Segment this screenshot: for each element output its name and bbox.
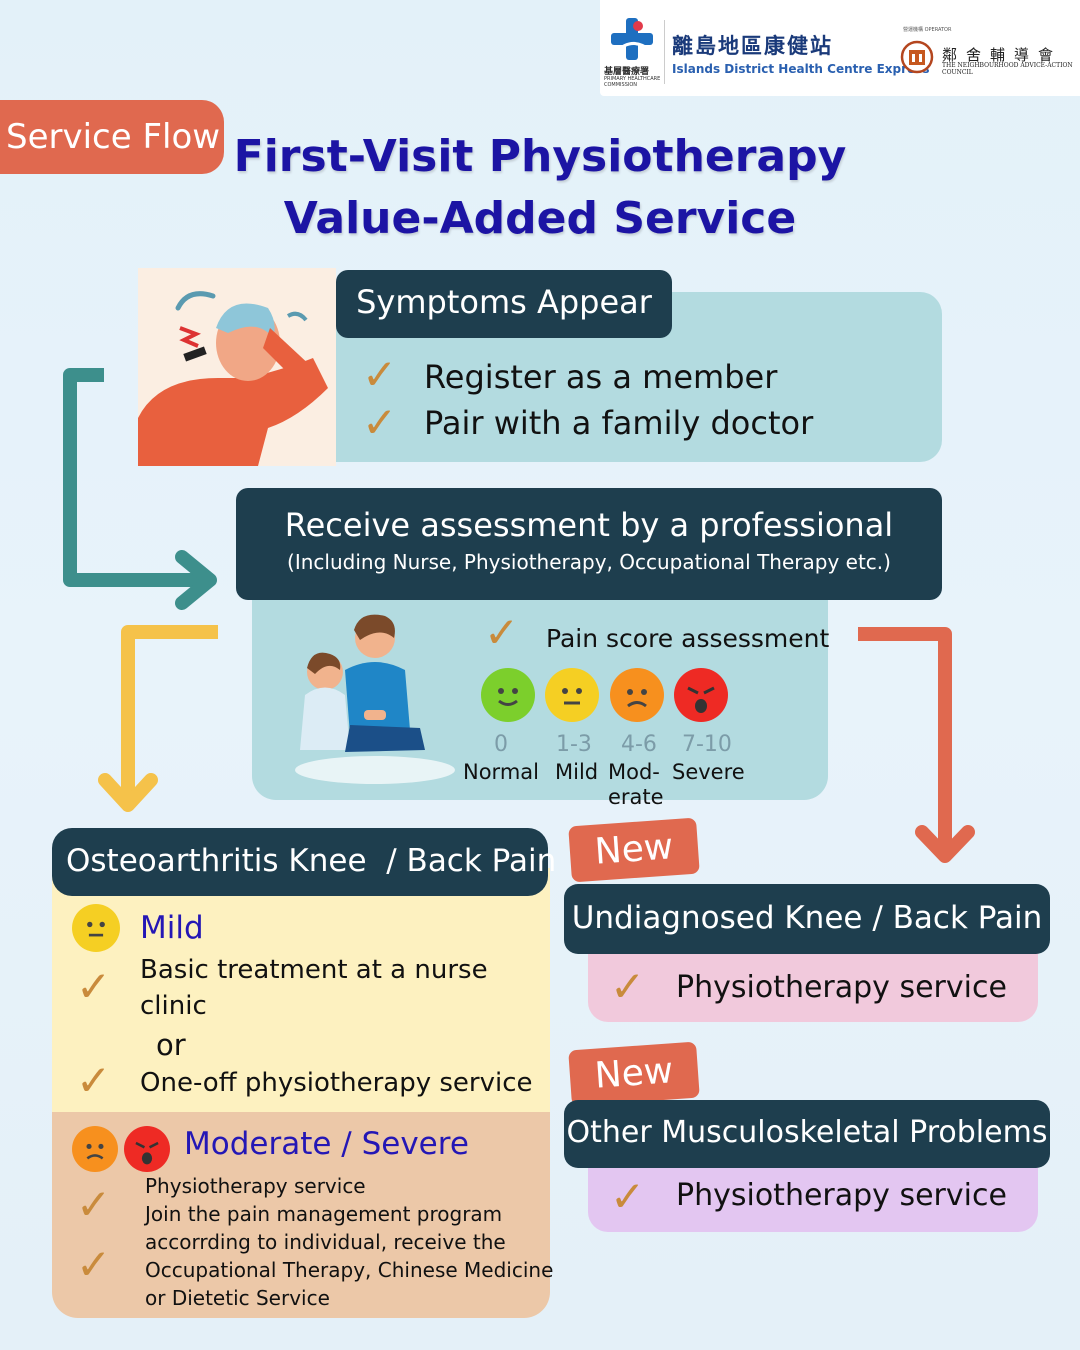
face-mild-icon bbox=[545, 668, 599, 722]
scale-range-1: 1-3 bbox=[556, 732, 592, 757]
centre-name-cn: 離島地區康健站 bbox=[672, 34, 833, 58]
face-mild-icon bbox=[72, 904, 120, 952]
undiagnosed-item: Physiotherapy service bbox=[676, 970, 1007, 1005]
nac-seal-icon bbox=[900, 40, 934, 74]
commission-en: PRIMARY HEALTHCARE COMMISSION bbox=[604, 76, 661, 88]
patient-illustration bbox=[138, 291, 328, 466]
assessment-subtitle: (Including Nurse, Physiotherapy, Occupat… bbox=[287, 550, 891, 574]
mild-label: Mild bbox=[140, 910, 204, 946]
check-icon: ✓ bbox=[605, 962, 646, 1011]
undiagnosed-header: Undiagnosed Knee / Back Pain bbox=[564, 884, 1050, 954]
title-line-2: Value-Added Service bbox=[283, 193, 797, 244]
or-label: or bbox=[156, 1028, 186, 1062]
check-icon: ✓ bbox=[357, 350, 398, 399]
scale-label-mild: Mild bbox=[555, 760, 599, 784]
arrow-head-teal bbox=[175, 550, 217, 610]
therapist-illustration bbox=[295, 614, 455, 784]
operator-name-en: THE NEIGHBOURHOOD ADVICE-ACTION COUNCIL bbox=[942, 62, 1073, 76]
symptoms-item-2: Pair with a family doctor bbox=[424, 404, 814, 442]
logo-divider bbox=[664, 20, 665, 84]
assessment-header: Receive assessment by a professional (In… bbox=[236, 488, 942, 600]
pain-score-label: Pain score assessment bbox=[546, 624, 830, 653]
scale-label-moderate: Mod- erate bbox=[608, 760, 664, 809]
check-icon: ✓ bbox=[71, 1240, 112, 1289]
assessment-title: Receive assessment by a professional bbox=[284, 506, 894, 544]
modsev-label: Moderate / Severe bbox=[184, 1126, 469, 1162]
centre-name-en: Islands District Health Centre Express bbox=[672, 62, 930, 76]
check-icon: ✓ bbox=[357, 398, 398, 447]
other-msk-header: Other Musculoskeletal Problems bbox=[564, 1100, 1050, 1168]
commission-cn: 基層醫療署 bbox=[604, 67, 650, 77]
check-icon: ✓ bbox=[479, 608, 520, 657]
operator-name-cn: 鄰舍輔導會 bbox=[942, 46, 1063, 64]
flow-arrow-yellow bbox=[121, 625, 218, 798]
flow-arrow-teal bbox=[63, 368, 200, 587]
mild-item-1: Basic treatment at a nurse clinic bbox=[140, 955, 488, 1021]
face-moderate-icon bbox=[72, 1126, 118, 1172]
arrow-head-orange bbox=[915, 825, 975, 863]
face-moderate-icon bbox=[610, 668, 664, 722]
undiagnosed-header-label: Undiagnosed Knee / Back Pain bbox=[571, 900, 1043, 936]
new-badge: New bbox=[568, 817, 700, 883]
service-flow-tag: Service Flow bbox=[0, 100, 224, 174]
osteo-header-label: Osteoarthritis Knee / Back Pain bbox=[66, 843, 557, 879]
face-normal-icon bbox=[481, 668, 535, 722]
symptoms-item-1: Register as a member bbox=[424, 358, 778, 396]
other-msk-header-label: Other Musculoskeletal Problems bbox=[566, 1115, 1048, 1150]
page-title: First-Visit Physiotherapy Value-Added Se… bbox=[200, 126, 880, 250]
symptoms-header-label: Symptoms Appear bbox=[356, 283, 652, 321]
logo-banner: 基層醫療署 PRIMARY HEALTHCARE COMMISSION 離島地區… bbox=[600, 0, 1080, 96]
scale-range-3: 7-10 bbox=[682, 732, 732, 757]
osteo-header: Osteoarthritis Knee / Back Pain bbox=[52, 828, 557, 896]
check-icon: ✓ bbox=[71, 962, 112, 1011]
symptoms-header: Symptoms Appear bbox=[336, 270, 672, 338]
undiagnosed-panel bbox=[588, 950, 1038, 1022]
check-icon: ✓ bbox=[71, 1180, 112, 1229]
mild-item-2: One-off physiotherapy service bbox=[140, 1068, 533, 1098]
scale-range-2: 4-6 bbox=[621, 732, 657, 757]
flow-arrow-orange bbox=[858, 627, 952, 850]
title-line-1: First-Visit Physiotherapy bbox=[233, 131, 847, 182]
operator-label: 營運機構 OPERATOR bbox=[903, 27, 952, 33]
symptoms-illustration-bg bbox=[138, 268, 336, 466]
modsev-details: Physiotherapy service Join the pain mana… bbox=[145, 1174, 554, 1310]
other-msk-panel bbox=[588, 1164, 1038, 1232]
scale-label-severe: Severe bbox=[672, 760, 745, 784]
other-msk-item: Physiotherapy service bbox=[676, 1178, 1007, 1213]
new-badge: New bbox=[568, 1041, 700, 1107]
face-severe-icon bbox=[124, 1126, 170, 1172]
face-severe-icon bbox=[674, 668, 728, 722]
check-icon: ✓ bbox=[605, 1172, 646, 1221]
check-icon: ✓ bbox=[71, 1056, 112, 1105]
arrow-head-yellow bbox=[98, 773, 158, 812]
scale-range-0: 0 bbox=[494, 732, 508, 757]
phc-logo-icon bbox=[611, 18, 653, 60]
mild-panel bbox=[52, 868, 550, 1114]
scale-label-normal: Normal bbox=[463, 760, 539, 784]
